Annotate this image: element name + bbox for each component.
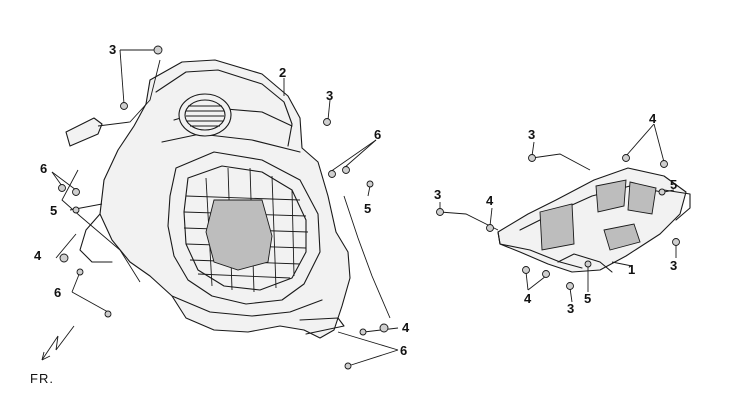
- screw-icon: [328, 170, 336, 178]
- screw-icon: [104, 310, 112, 318]
- callout-6: 6: [40, 161, 47, 176]
- fasteners-right: [436, 154, 680, 290]
- screw-icon: [522, 266, 530, 274]
- callout-3: 3: [326, 88, 333, 103]
- callout-5: 5: [584, 291, 591, 306]
- screw-icon: [622, 154, 630, 162]
- screw-icon: [323, 118, 331, 126]
- callout-4: 4: [649, 111, 657, 126]
- screw-icon: [59, 253, 69, 263]
- screw-icon: [58, 184, 66, 192]
- direction-label: FR.: [30, 371, 54, 386]
- callout-5: 5: [670, 177, 677, 192]
- left-bracket: [65, 117, 103, 147]
- arrow-icon: [41, 325, 75, 361]
- inner-front-cover: [79, 59, 351, 339]
- callout-5: 5: [50, 203, 57, 218]
- screw-icon: [542, 270, 550, 278]
- screw-icon: [660, 160, 668, 168]
- screw-icon: [566, 282, 574, 290]
- screw-icon: [153, 45, 163, 55]
- screw-icon: [342, 166, 350, 174]
- callout-6: 6: [374, 127, 381, 142]
- clip-icon: [366, 180, 374, 188]
- callout-4: 4: [524, 291, 532, 306]
- callout-5: 5: [364, 201, 371, 216]
- screw-icon: [76, 268, 84, 276]
- clip-icon: [658, 188, 666, 196]
- callout-3: 3: [528, 127, 535, 142]
- callout-4: 4: [486, 193, 494, 208]
- callout-3: 3: [434, 187, 441, 202]
- callout-4: 4: [34, 248, 42, 263]
- screw-icon: [672, 238, 680, 246]
- screw-icon: [528, 154, 536, 162]
- front-direction-indicator: FR.: [30, 325, 75, 386]
- screw-icon: [379, 323, 389, 333]
- screw-icon: [72, 188, 80, 196]
- screw-icon: [486, 224, 494, 232]
- callout-6: 6: [54, 285, 61, 300]
- callout-1: 1: [628, 262, 635, 277]
- callout-3: 3: [567, 301, 574, 316]
- vent-grille: [178, 93, 232, 137]
- screw-icon: [344, 362, 352, 370]
- callout-2: 2: [279, 65, 286, 80]
- clip-icon: [584, 260, 592, 268]
- callout-3: 3: [109, 42, 116, 57]
- fasteners-left: [58, 45, 389, 370]
- callout-6: 6: [400, 343, 407, 358]
- callout-labels: 3 2 3 6 6 5 5 4 6 4 6 3 4 3 4 5 1 3 4 5 …: [34, 42, 677, 358]
- screw-icon: [120, 102, 128, 110]
- clip-icon: [72, 206, 80, 214]
- lower-cover: [497, 167, 691, 273]
- screw-icon: [359, 328, 367, 336]
- screw-icon: [436, 208, 444, 216]
- callout-3: 3: [670, 258, 677, 273]
- callout-4: 4: [402, 320, 410, 335]
